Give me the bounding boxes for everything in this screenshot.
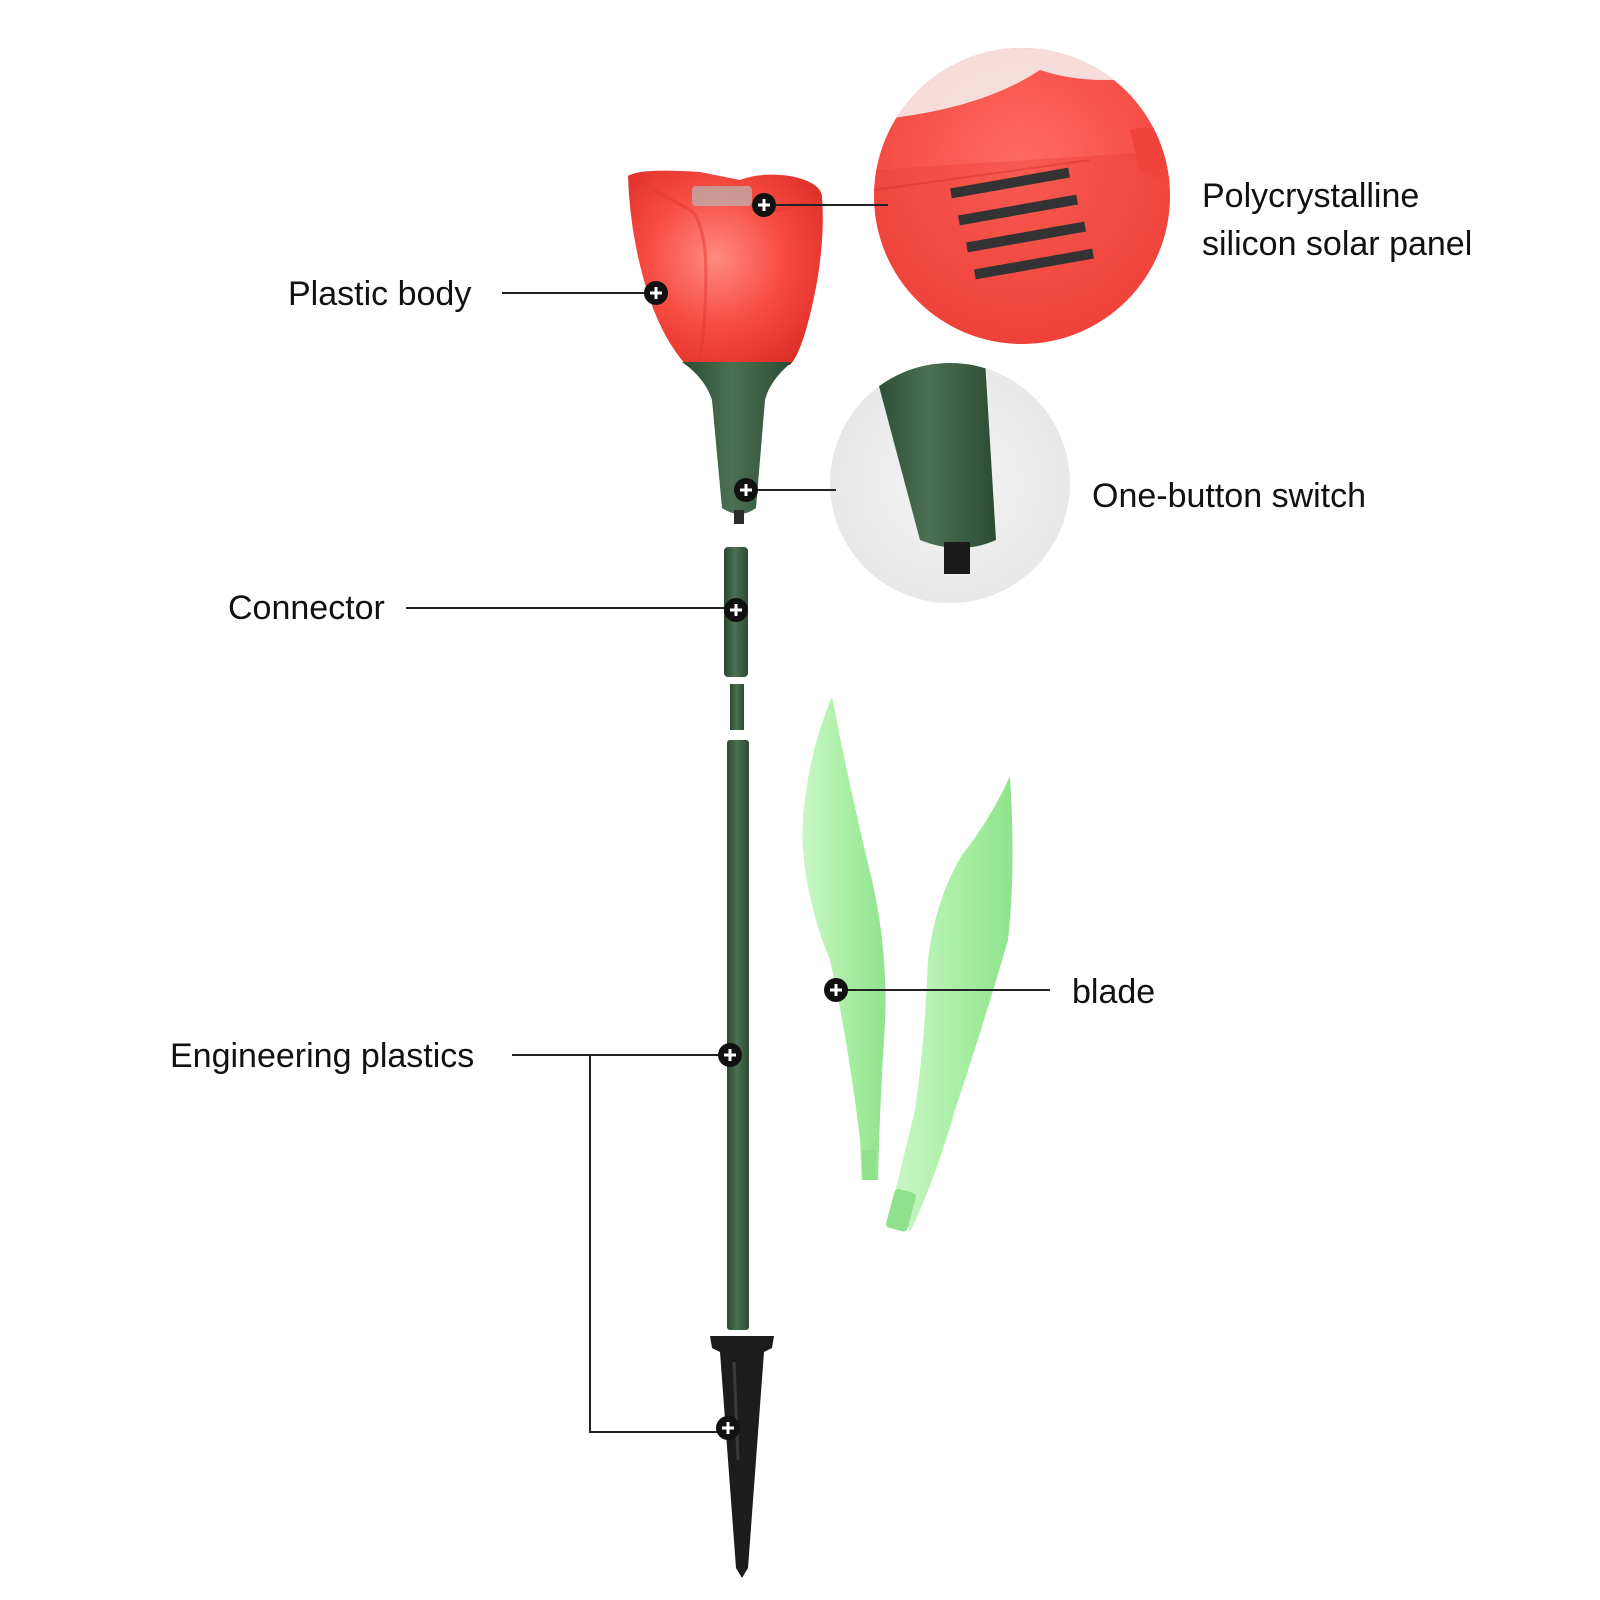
- label-plastic-body: Plastic body: [288, 275, 472, 313]
- ground-stake: [710, 1336, 774, 1578]
- label-solar-panel-line2: silicon solar panel: [1202, 225, 1473, 263]
- leaf-left: [802, 697, 886, 1180]
- label-engineering-plastics: Engineering plastics: [170, 1037, 475, 1075]
- solar-cells: [950, 167, 1094, 280]
- plus-circle-icon: [724, 598, 748, 622]
- markers: [644, 193, 848, 1440]
- plus-circle-icon: [716, 1416, 740, 1440]
- leaf-right: [886, 776, 1013, 1232]
- stem-rod: [727, 740, 749, 1330]
- label-blade: blade: [1072, 973, 1156, 1011]
- zoom-switch: [830, 363, 1070, 603]
- label-one-button-switch: One-button switch: [1092, 477, 1367, 515]
- connector-part: [724, 547, 748, 730]
- plus-circle-icon: [752, 193, 776, 217]
- label-solar-panel-line1: Polycrystalline: [1202, 177, 1420, 215]
- plus-circle-icon: [824, 978, 848, 1002]
- plus-circle-icon: [644, 281, 668, 305]
- plus-circle-icon: [734, 478, 758, 502]
- flower-head: [627, 170, 823, 365]
- switch-housing: [682, 362, 792, 524]
- leader-lines: [406, 204, 1050, 1433]
- label-connector: Connector: [228, 589, 385, 627]
- zoom-solar-panel: [874, 48, 1170, 344]
- plus-circle-icon: [718, 1043, 742, 1067]
